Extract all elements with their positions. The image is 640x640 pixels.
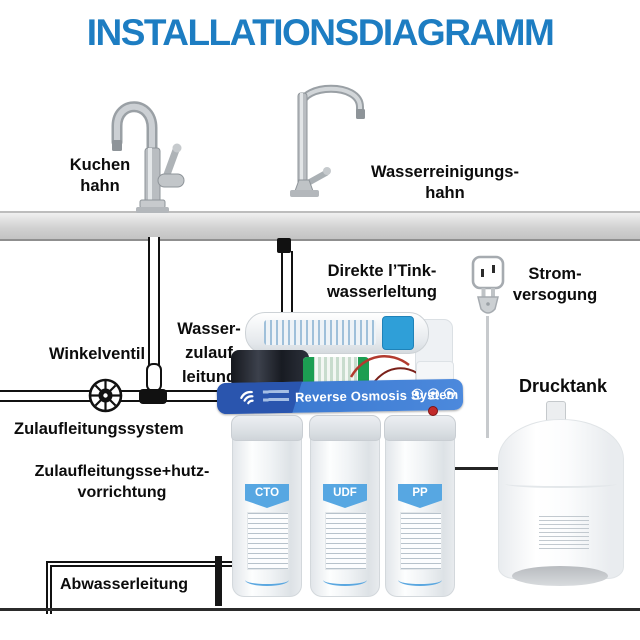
filter-fine-print [400,512,442,570]
filter-label-pp: PP [398,484,442,508]
drinking-line-label: Direkte l’Tink- wasserleltung [326,262,438,301]
banner-title: Reverse Osmosis System [294,386,459,405]
angle-valve-label: Winkelventil [48,345,146,363]
tee-fitting [139,389,167,404]
cold-water-riser-pipe [148,237,160,369]
water-inlet-line-label: Wasser- zulauf leitung [177,320,241,386]
filter-cap-left [303,357,314,386]
power-cable [486,316,489,438]
housing-cap [231,415,303,441]
filter-housing-cto: CTO [231,415,303,597]
page-title: INSTALLATIONSDIAGRAMM [86,12,555,53]
quick-connector-fitting [146,363,162,392]
drinking-water-tube [281,251,293,313]
tank-base [512,566,608,586]
purification-faucet-icon [290,84,365,197]
ro-banner: Reverse Osmosis System [216,378,464,415]
waste-water-pipe [46,561,252,614]
membrane-fine-print [264,320,376,345]
filter-label-cto: CTO [245,484,289,508]
housing-cap [309,415,381,441]
housing-bottom-mark [323,574,367,586]
filter-housing-udf: UDF [309,415,381,597]
ro-system-unit: Reverse Osmosis System CTO UDF PP [215,303,467,597]
tank-body [498,419,624,579]
kitchen-faucet-icon [111,101,185,213]
drain-connection [215,556,222,606]
tank-tube [438,467,510,470]
tubing-wires-icon [349,355,418,382]
countertop [0,211,640,241]
purification-faucet-label: Wasserreinigungs- hahn [371,163,519,202]
brand-swoosh-icon [240,390,254,405]
filter-cap-right [358,357,369,386]
waste-line-label: Abwasserleitung [60,576,189,593]
housing-bottom-mark [398,574,442,586]
angle-valve-icon [88,378,123,413]
inlet-system-label: Zulaufleitungssystem [14,420,184,438]
tank-seam [505,480,617,488]
membrane-blue-tag [382,316,414,350]
filter-label-udf: UDF [323,484,367,508]
tube-connector [277,238,291,253]
power-outlet-icon [471,255,505,314]
filter-housing-pp: PP [384,406,456,597]
kitchen-faucet-label: Kuchen hahn [69,156,131,195]
brand-small-text [262,389,290,405]
filter-fine-print [325,512,367,570]
housing-cap [384,415,456,441]
power-supply-label: Strom- versogung [512,265,598,304]
tank-fine-print [539,516,589,550]
floor-line [0,608,640,611]
pressure-release-button [428,406,438,416]
inlet-protection-label: Zulaufleitungsse+hutz- vorrichtung [34,463,210,501]
pressure-tank-label: Drucktank [518,376,608,396]
membrane-filter [245,312,429,354]
banner-logo-panel [216,379,303,415]
filter-fine-print [247,512,289,570]
housing-bottom-mark [245,574,289,586]
pressure-tank [494,398,626,596]
